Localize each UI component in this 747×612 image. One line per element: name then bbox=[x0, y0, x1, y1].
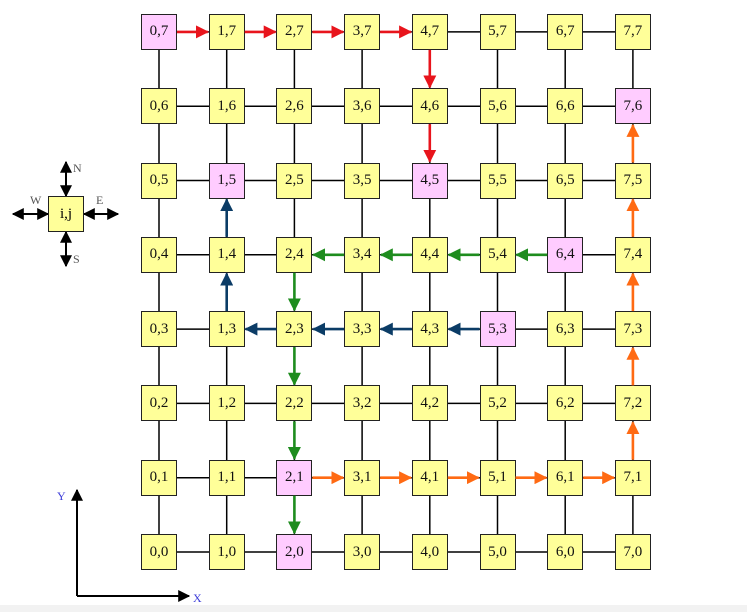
node-3-3: 3,3 bbox=[344, 311, 381, 348]
node-6-3: 6,3 bbox=[547, 311, 584, 348]
node-0-3: 0,3 bbox=[141, 311, 177, 348]
compass-east-label: E bbox=[96, 193, 104, 207]
node-6-5: 6,5 bbox=[547, 162, 584, 199]
node-6-1: 6,1 bbox=[547, 459, 584, 496]
node-2-4: 2,4 bbox=[276, 236, 313, 273]
node-5-0: 5,0 bbox=[479, 534, 516, 570]
node-4-1: 4,1 bbox=[411, 459, 448, 496]
node-5-1: 5,1 bbox=[479, 459, 516, 496]
node-3-4: 3,4 bbox=[344, 236, 381, 273]
node-6-0: 6,0 bbox=[547, 534, 584, 570]
node-3-1: 3,1 bbox=[344, 459, 381, 496]
node-4-6: 4,6 bbox=[411, 88, 448, 125]
node-2-7: 2,7 bbox=[276, 13, 313, 50]
node-3-5: 3,5 bbox=[344, 162, 381, 199]
node-7-5: 7,5 bbox=[614, 162, 651, 199]
node-1-3: 1,3 bbox=[208, 311, 245, 348]
node-0-0: 0,0 bbox=[141, 534, 177, 570]
node-2-5: 2,5 bbox=[276, 162, 313, 199]
compass-north-label: N bbox=[73, 161, 82, 175]
node-6-6: 6,6 bbox=[547, 88, 584, 125]
node-3-6: 3,6 bbox=[344, 88, 381, 125]
node-4-5: 4,5 bbox=[411, 162, 448, 199]
node-2-2: 2,2 bbox=[276, 385, 313, 422]
node-6-4: 6,4 bbox=[547, 236, 584, 273]
node-3-2: 3,2 bbox=[344, 385, 381, 422]
node-0-5: 0,5 bbox=[141, 162, 177, 199]
compass-west-label: W bbox=[30, 193, 42, 207]
x-axis-label: X bbox=[193, 591, 202, 605]
node-7-7: 7,7 bbox=[614, 13, 651, 50]
node-0-1: 0,1 bbox=[141, 459, 177, 496]
node-1-5: 1,5 bbox=[208, 162, 245, 199]
node-0-4: 0,4 bbox=[141, 236, 177, 273]
node-7-6: 7,6 bbox=[614, 88, 651, 125]
node-2-0: 2,0 bbox=[276, 534, 313, 570]
node-1-2: 1,2 bbox=[208, 385, 245, 422]
legend-node: i,j bbox=[48, 196, 84, 232]
node-1-6: 1,6 bbox=[208, 88, 245, 125]
node-4-0: 4,0 bbox=[411, 534, 448, 570]
node-6-7: 6,7 bbox=[547, 13, 584, 50]
node-2-1: 2,1 bbox=[276, 459, 313, 496]
bottom-strip bbox=[0, 605, 747, 612]
node-7-4: 7,4 bbox=[614, 236, 651, 273]
node-1-0: 1,0 bbox=[208, 534, 245, 570]
node-7-1: 7,1 bbox=[614, 459, 651, 496]
node-7-0: 7,0 bbox=[614, 534, 651, 570]
node-5-4: 5,4 bbox=[479, 236, 516, 273]
node-4-7: 4,7 bbox=[411, 13, 448, 50]
compass-south-label: S bbox=[73, 252, 80, 266]
node-4-3: 4,3 bbox=[411, 311, 448, 348]
node-1-7: 1,7 bbox=[208, 13, 245, 50]
y-axis-label: Y bbox=[57, 489, 66, 503]
node-3-0: 3,0 bbox=[344, 534, 381, 570]
node-4-2: 4,2 bbox=[411, 385, 448, 422]
node-0-2: 0,2 bbox=[141, 385, 177, 422]
node-5-6: 5,6 bbox=[479, 88, 516, 125]
node-1-4: 1,4 bbox=[208, 236, 245, 273]
node-7-3: 7,3 bbox=[614, 311, 651, 348]
node-5-3: 5,3 bbox=[479, 311, 516, 348]
node-6-2: 6,2 bbox=[547, 385, 584, 422]
node-2-3: 2,3 bbox=[276, 311, 313, 348]
node-1-1: 1,1 bbox=[208, 459, 245, 496]
node-4-4: 4,4 bbox=[411, 236, 448, 273]
node-7-2: 7,2 bbox=[614, 385, 651, 422]
node-5-2: 5,2 bbox=[479, 385, 516, 422]
node-0-6: 0,6 bbox=[141, 88, 177, 125]
node-5-7: 5,7 bbox=[479, 13, 516, 50]
node-5-5: 5,5 bbox=[479, 162, 516, 199]
node-2-6: 2,6 bbox=[276, 88, 313, 125]
node-3-7: 3,7 bbox=[344, 13, 381, 50]
node-0-7: 0,7 bbox=[141, 13, 177, 50]
